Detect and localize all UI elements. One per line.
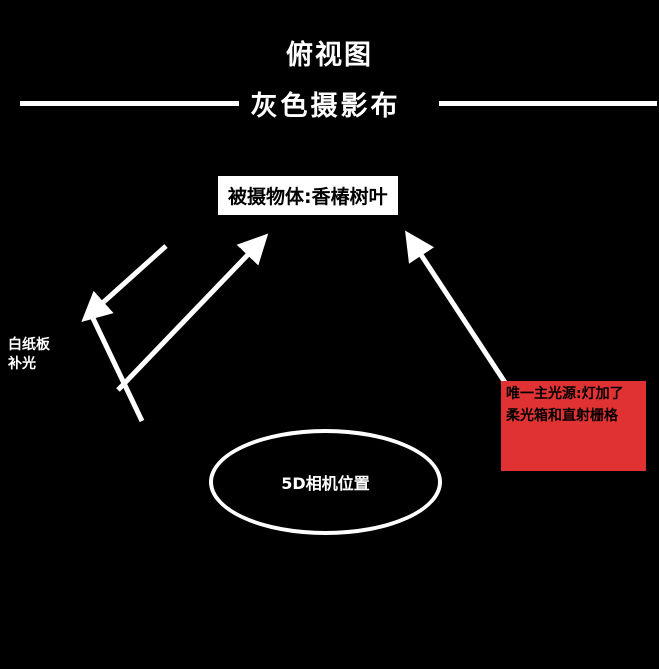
fill-board-label: 白纸板 补光 bbox=[8, 336, 50, 374]
subject-label-box: 被摄物体:香椿树叶 bbox=[218, 176, 398, 215]
camera-position-ellipse: 5D相机位置 bbox=[209, 429, 442, 535]
fill-board-label-line2: 补光 bbox=[8, 355, 36, 372]
main-light-label-line1: 唯一主光源:灯加了 bbox=[506, 386, 624, 402]
diagram-title: 俯视图 bbox=[286, 40, 373, 71]
arrow-light-to-subject bbox=[405, 230, 511, 389]
arrow-camera-to-subject bbox=[116, 233, 269, 392]
line-fill-board-leg bbox=[87, 310, 145, 423]
camera-position-label: 5D相机位置 bbox=[281, 474, 370, 493]
backdrop-line-left bbox=[20, 101, 239, 106]
fill-board-label-line1: 白纸板 bbox=[8, 337, 50, 353]
arrow-to-fill-board bbox=[81, 244, 168, 323]
main-light-box: 唯一主光源:灯加了 柔光箱和直射栅格 bbox=[501, 381, 646, 471]
backdrop-row: 灰色摄影布 bbox=[0, 84, 659, 123]
backdrop-line-right bbox=[438, 101, 657, 106]
main-light-label-line2: 柔光箱和直射栅格 bbox=[506, 407, 618, 424]
backdrop-label: 灰色摄影布 bbox=[250, 91, 401, 122]
